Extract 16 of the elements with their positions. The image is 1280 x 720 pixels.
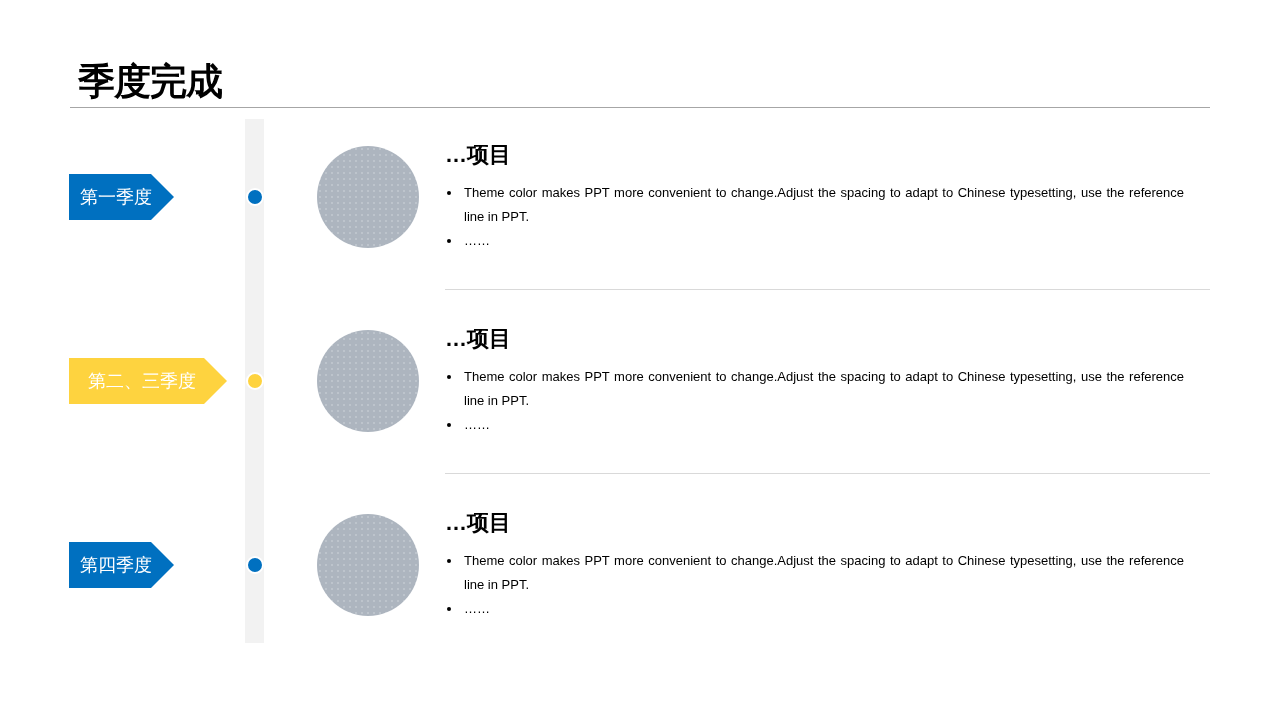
image-placeholder bbox=[317, 514, 419, 616]
item-heading: …项目 bbox=[445, 509, 511, 537]
bullet-text: …… bbox=[464, 232, 490, 250]
slide-title: 季度完成 bbox=[78, 60, 222, 104]
image-placeholder bbox=[317, 146, 419, 248]
image-placeholder bbox=[317, 330, 419, 432]
item-heading: …项目 bbox=[445, 325, 511, 353]
bullet-text: …… bbox=[464, 600, 490, 618]
bullet-text: Theme color makes PPT more convenient to change.Adjust the spacing to adapt to Chinese typesetting, use the reference line in PPT. bbox=[464, 184, 1184, 226]
arrow-tag: 第二、三季度 bbox=[69, 358, 227, 404]
bullet-text: Theme color makes PPT more convenient to change.Adjust the spacing to adapt to Chinese typesetting, use the reference line in PPT. bbox=[464, 552, 1184, 594]
arrow-tag: 第四季度 bbox=[69, 542, 174, 588]
bullet-text: Theme color makes PPT more convenient to change.Adjust the spacing to adapt to Chinese typesetting, use the reference line in PPT. bbox=[464, 368, 1184, 410]
item-heading: …项目 bbox=[445, 141, 511, 169]
bullet-text: …… bbox=[464, 416, 490, 434]
arrow-tag: 第一季度 bbox=[69, 174, 174, 220]
